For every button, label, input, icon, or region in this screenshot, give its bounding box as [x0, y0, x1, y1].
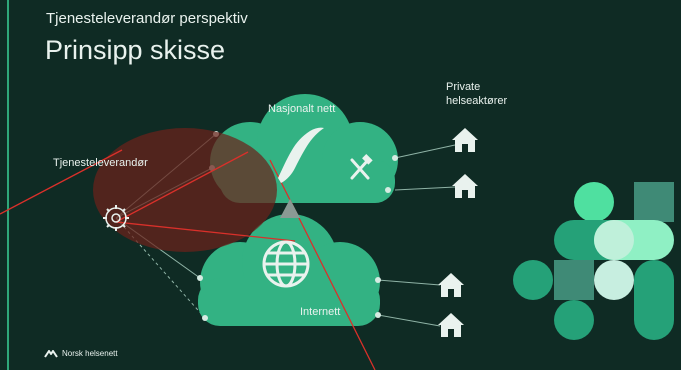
slide-subtitle: Tjenesteleverandør perspektiv: [46, 10, 248, 27]
left-accent-line: [7, 0, 9, 370]
house-icon-1: [452, 128, 478, 152]
footer-logo: Norsk helsenett: [44, 349, 118, 358]
label-tjenesteleverandor: Tjenesteleverandør: [53, 157, 148, 169]
norway-map-icon: [278, 127, 324, 183]
tools-icon: [350, 154, 373, 180]
label-nasjonalt-nett: Nasjonalt nett: [268, 103, 336, 115]
logo-text: Norsk helsenett: [62, 349, 118, 358]
red-annotation-lines: [0, 149, 376, 370]
globe-icon: [262, 240, 310, 288]
logo-icon: [44, 349, 58, 358]
tjenesteleverandor-ellipse: [93, 128, 277, 252]
label-private-helseaktorer: Private helseaktører: [446, 81, 508, 107]
warning-icon: [280, 199, 300, 218]
label-internett: Internett: [300, 306, 341, 318]
house-icon-4: [438, 313, 464, 337]
house-icon-2: [452, 174, 478, 198]
slide-title: Prinsipp skisse: [45, 35, 226, 65]
decorative-brand-shapes: [513, 182, 674, 340]
gear-icon: [103, 205, 129, 231]
house-icon-3: [438, 273, 464, 297]
